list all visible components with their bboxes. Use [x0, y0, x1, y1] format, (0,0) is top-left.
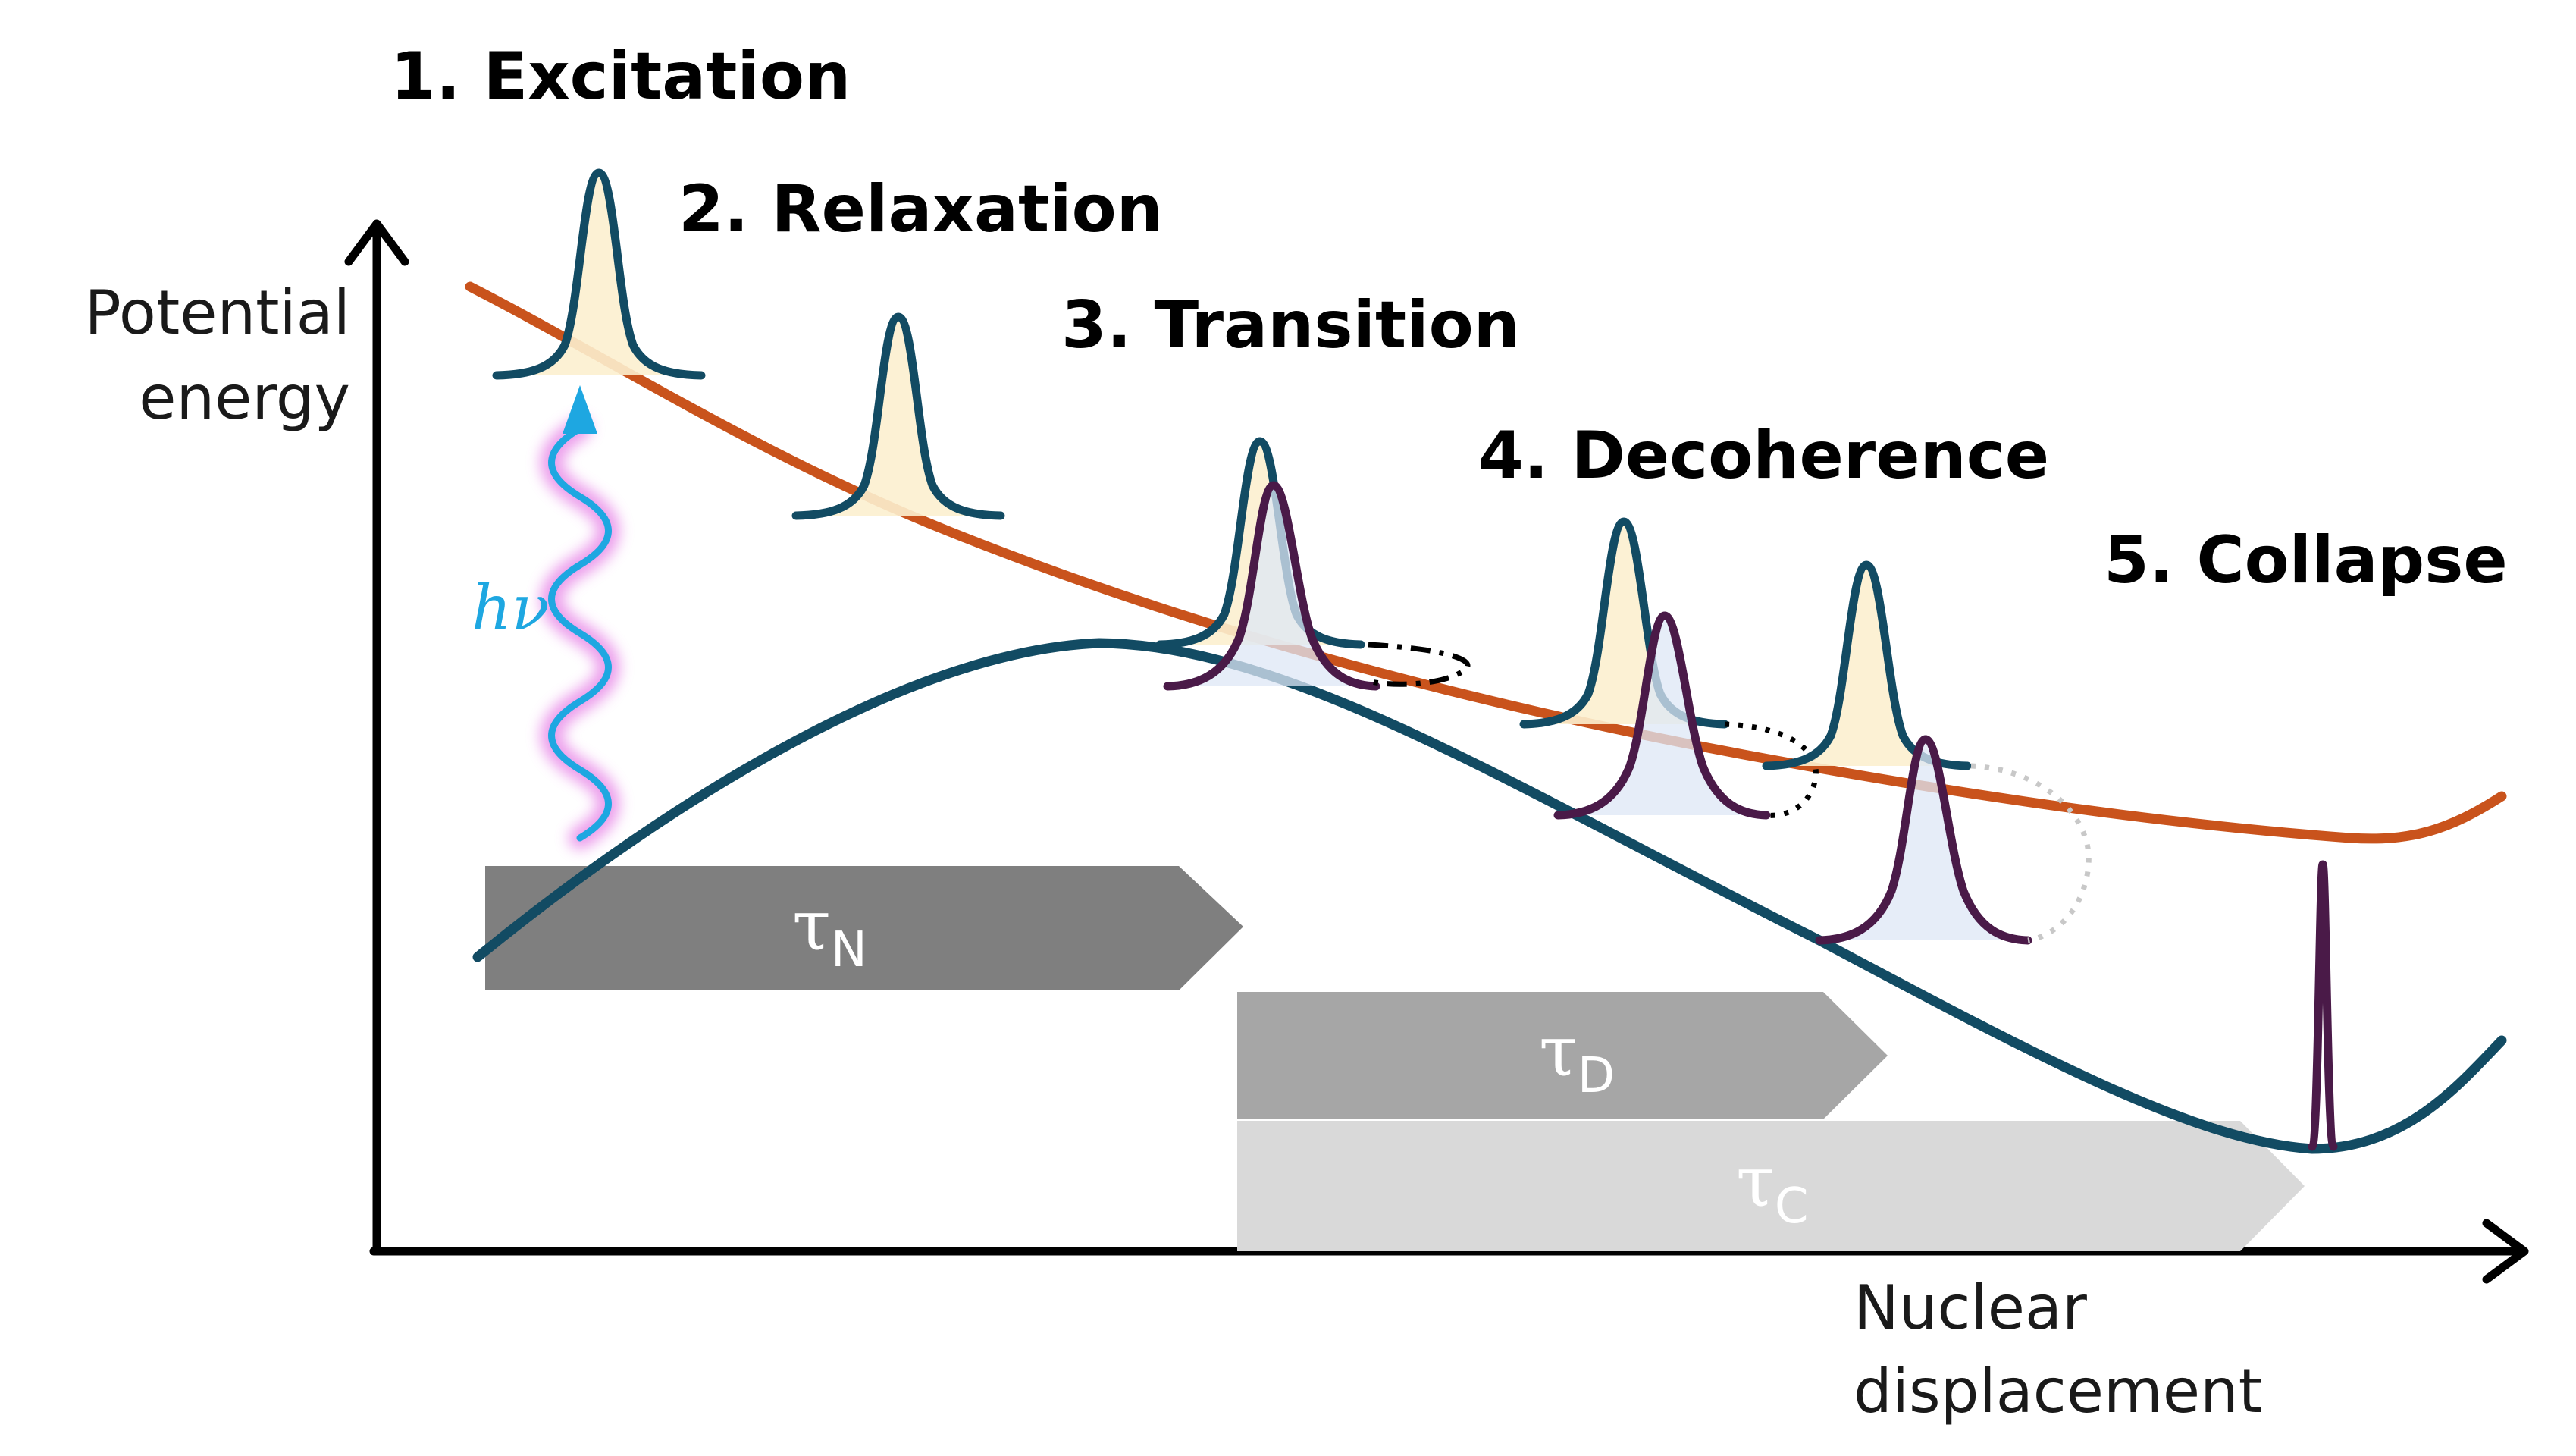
photon-arrowhead	[563, 385, 597, 434]
wavepacket-decoherence-a-ground-fill	[1558, 616, 1766, 815]
tau-c-subscript: C	[1775, 1178, 1809, 1235]
tau-n-bar	[485, 866, 1243, 990]
photon-label: hν	[472, 573, 550, 645]
photon	[540, 385, 620, 849]
wavepacket-decoherence-b-ground-fill	[1819, 739, 2028, 940]
wavepacket-relaxation-fill	[796, 317, 1001, 516]
step-transition-label: 3. Transition	[1061, 287, 1520, 363]
tau-d-subscript: D	[1578, 1048, 1615, 1104]
tau-n-label: τN	[792, 885, 867, 978]
y-axis-arrowhead	[344, 219, 409, 266]
coherence-loop-transition	[1368, 642, 1471, 687]
timescale-bars	[485, 866, 2305, 1251]
tau-n-symbol: τ	[792, 885, 831, 966]
axis-labels: Potential energy Nuclear displacement	[85, 278, 2263, 1426]
step-decoherence-label: 4. Decoherence	[1478, 418, 2049, 494]
wavepacket-relaxation	[791, 312, 1005, 520]
step-collapse-label: 5. Collapse	[2104, 522, 2508, 598]
wavepacket-decoherence-a-ground	[1553, 611, 1771, 820]
tau-c-bar	[1237, 1121, 2305, 1251]
wavepacket-decoherence-b-ground	[1815, 735, 2032, 945]
tau-c-symbol: τ	[1736, 1141, 1775, 1222]
tau-d-bar	[1237, 992, 1888, 1119]
y-axis-label-line2: energy	[139, 362, 350, 433]
wavepacket-excitation	[492, 168, 706, 380]
wavepacket-decoherence-b-excited	[1762, 560, 1972, 770]
wavepacket-transition-ground	[1163, 481, 1380, 691]
wavepacket-decoherence-a-excited-fill	[1524, 522, 1725, 724]
wavepackets	[492, 168, 2338, 1151]
wavepacket-excitation-fill	[497, 173, 701, 375]
wavepacket-transition-ground-fill	[1167, 485, 1376, 686]
photon-wave	[548, 425, 612, 842]
x-axis-label-line1: Nuclear	[1854, 1272, 2087, 1343]
x-axis-label-line2: displacement	[1854, 1356, 2262, 1426]
tau-c-label: τC	[1736, 1141, 1809, 1235]
tau-d-label: τD	[1539, 1011, 1615, 1104]
wavepacket-decoherence-b-excited-fill	[1766, 565, 1967, 766]
timescale-labels: τN τD τC	[792, 885, 1809, 1235]
step-relaxation-label: 2. Relaxation	[678, 171, 1163, 247]
step-labels: 1. Excitation 2. Relaxation 3. Transitio…	[390, 39, 2508, 598]
tau-n-subscript: N	[831, 922, 867, 978]
step-excitation-label: 1. Excitation	[390, 39, 851, 115]
y-axis-label-line1: Potential	[85, 278, 350, 348]
tau-d-symbol: τ	[1539, 1011, 1578, 1092]
x-axis-arrowhead	[2482, 1219, 2529, 1284]
wavepacket-collapse	[2308, 860, 2338, 1151]
coherence-loop-faded	[1970, 763, 2092, 943]
upper-potential-surface	[465, 281, 2507, 844]
